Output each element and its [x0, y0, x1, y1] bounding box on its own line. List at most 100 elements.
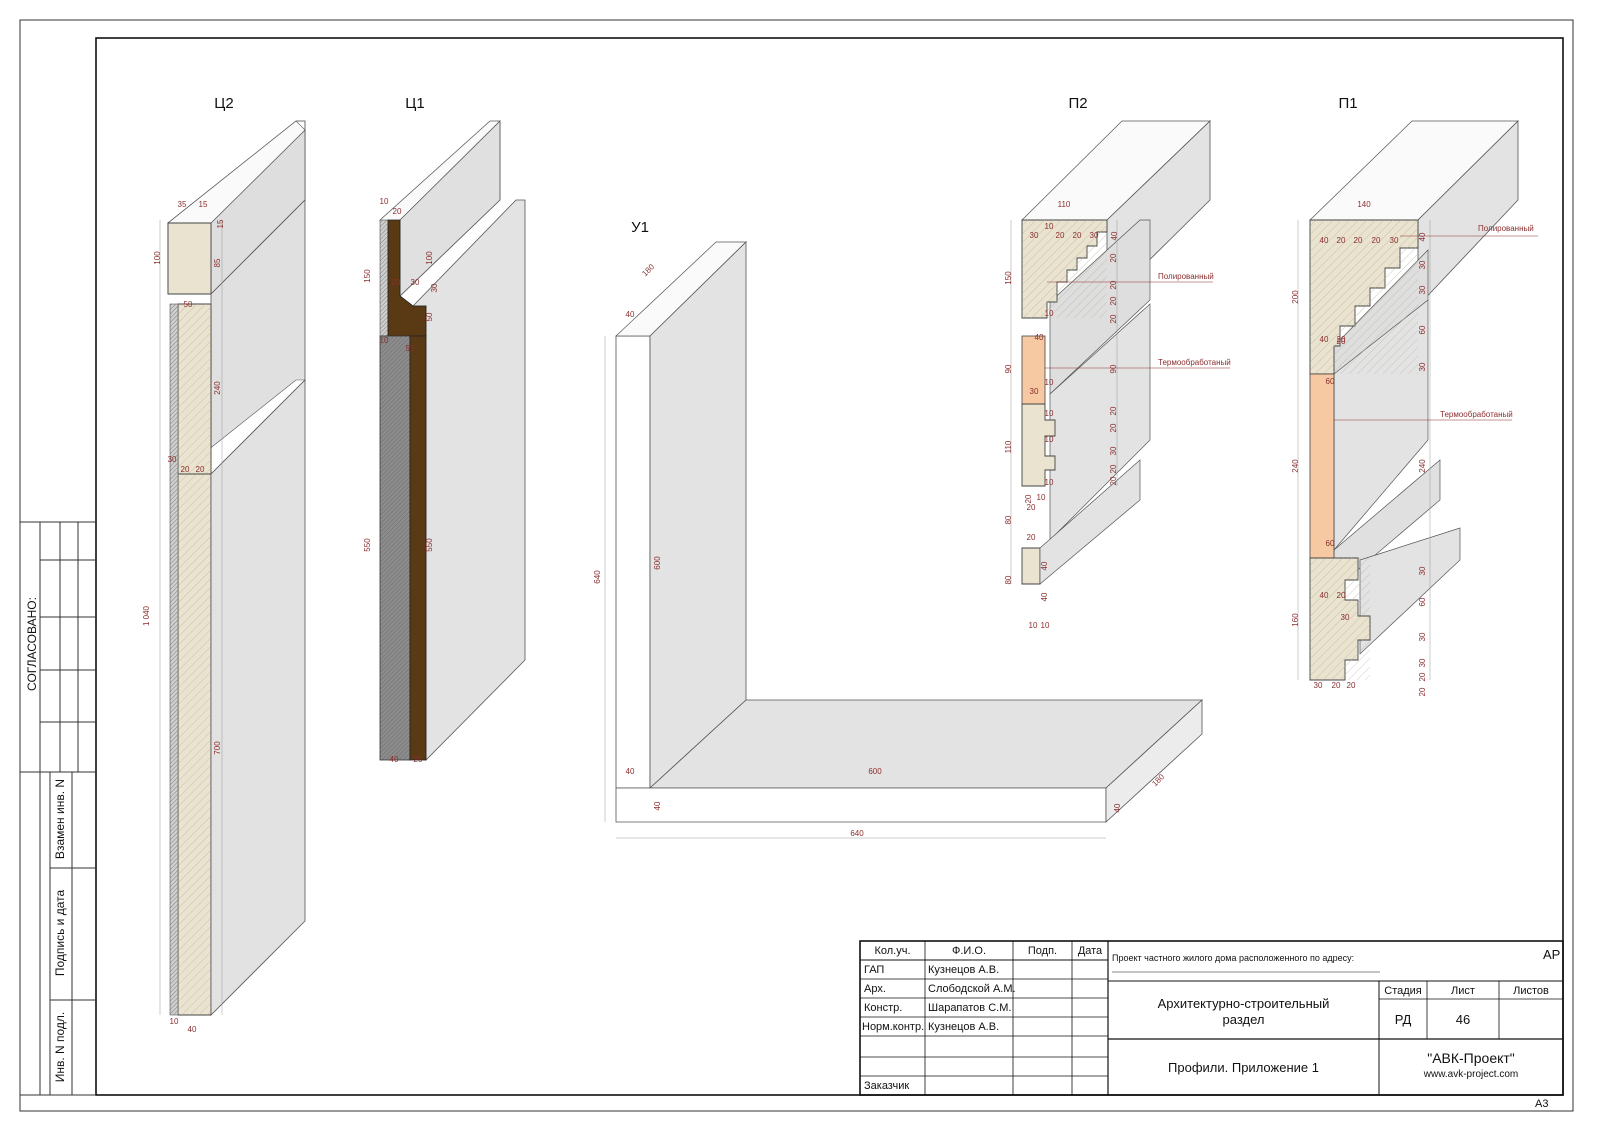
col-header-fio: Ф.И.О. [952, 945, 986, 957]
dimension-label: 140 [1357, 200, 1371, 209]
p1-polished-note: Полированный [1478, 224, 1534, 233]
dimension-label: 40 [1035, 333, 1044, 342]
p2-thermal-note: Термообработаный [1158, 358, 1231, 367]
profile-c2 [159, 120, 306, 1016]
replaces-inv-label: Взамен инв. N [53, 778, 67, 860]
dimension-label: 30 [430, 283, 439, 292]
outer-frame [19, 19, 1574, 1112]
dimension-label: 30 [411, 278, 420, 287]
dimension-label: 150 [363, 269, 372, 283]
dimension-label: 10 [1045, 378, 1054, 387]
profile-label-c1: Ц1 [405, 95, 424, 112]
profile-c1 [379, 120, 526, 761]
dimension-label: 100 [425, 251, 434, 265]
role-normkontr: Норм.контр. [862, 1021, 925, 1033]
dimension-label: 20 [1056, 231, 1065, 240]
dimension-label: 40 [1113, 803, 1122, 812]
dimension-label: 40 [1040, 561, 1049, 570]
dimension-label: 20 [1109, 464, 1118, 473]
inv-no-label: Инв. N подл. [53, 1011, 67, 1083]
dimension-label: 30 [1341, 613, 1350, 622]
dimension-label: 40 [188, 1025, 197, 1034]
approved-label: СОГЛАСОВАНО: [25, 597, 39, 691]
dimension-label: 30 [1418, 285, 1427, 294]
dimension-label: 30 [1314, 681, 1323, 690]
section-code: АР [1543, 947, 1561, 962]
dimension-label: 60 [1326, 377, 1335, 386]
dimension-label: 50 [184, 300, 193, 309]
dimension-label: 10 [1045, 309, 1054, 318]
dimension-label: 10 [1045, 435, 1054, 444]
col-header-data: Дата [1077, 945, 1103, 957]
dimension-label: 30 [1109, 446, 1118, 455]
dimension-label: 20 [392, 278, 401, 287]
dimension-label: 20 [1354, 236, 1363, 245]
dimension-label: 20 [1027, 503, 1036, 512]
dimension-label: 110 [1058, 200, 1071, 209]
dimension-label: 60 [1418, 597, 1427, 606]
dimension-label: 10 [1029, 621, 1038, 630]
role-konstr: Констр. [864, 1002, 903, 1014]
dimension-label: 20 [1109, 253, 1118, 262]
dimension-label: 50 [425, 312, 434, 321]
profile-label-p2: П2 [1068, 95, 1087, 112]
dimension-label: 15 [216, 219, 225, 228]
dimension-label: 640 [850, 829, 864, 838]
dimension-label: 20 [181, 465, 190, 474]
dimension-label: 60 [1326, 539, 1335, 548]
dimension-label: 20 [1109, 476, 1118, 485]
dimension-label: 30 [1030, 387, 1039, 396]
name-arch: Слободской А.М. [928, 983, 1016, 995]
dimension-label: 550 [425, 538, 434, 552]
sheet-label: Лист [1451, 985, 1475, 997]
p2-polished-note: Полированный [1158, 272, 1214, 281]
dimension-label: 40 [653, 801, 662, 810]
dimension-label: 160 [1291, 613, 1300, 627]
dimension-label: 180 [640, 262, 656, 278]
dimension-label: 20 [1027, 533, 1036, 542]
dimension-label: 20 [1109, 406, 1118, 415]
p1-thermal-note: Термообработаный [1440, 410, 1513, 419]
dimension-label: 20 [1109, 280, 1118, 289]
dimension-label: 10 [1045, 478, 1054, 487]
title-block-grid [859, 940, 1564, 1096]
dimension-label: 100 [153, 251, 162, 265]
profile-label-u1: У1 [631, 219, 649, 236]
dimension-label: 40 [1320, 591, 1329, 600]
dimension-label: 30 [168, 455, 177, 464]
stage-value: РД [1394, 1012, 1412, 1027]
signature-date-label: Подпись и дата [53, 889, 67, 977]
dimension-label: 10 [1041, 621, 1050, 630]
dimension-label: 40 [626, 310, 635, 319]
dimension-label: 240 [1418, 459, 1427, 473]
company-website: www.avk-project.com [1423, 1069, 1519, 1080]
dimension-label: 30 [1418, 632, 1427, 641]
dimension-label: 30 [1030, 231, 1039, 240]
dimension-label: 10 [170, 1017, 179, 1026]
dimension-label: 20 [1024, 494, 1033, 503]
dimension-label: 110 [1004, 440, 1013, 453]
profile-p2 [1010, 120, 1211, 585]
customer-label: Заказчик [864, 1080, 910, 1092]
profile-u1 [604, 241, 1204, 839]
dimension-label: 640 [593, 570, 602, 584]
sheet-format: А3 [1535, 1098, 1549, 1110]
dimension-label: 10 [380, 197, 389, 206]
dimension-label: 40 [1320, 236, 1329, 245]
section-line-2: раздел [1222, 1012, 1265, 1027]
dimension-label: 20 [1347, 681, 1356, 690]
name-gap: Кузнецов А.В. [928, 964, 1000, 976]
dimension-label: 30 [1390, 236, 1399, 245]
dimension-label: 35 [178, 200, 187, 209]
dimension-label: 20 [1418, 687, 1427, 696]
profile-label-c2: Ц2 [214, 95, 233, 112]
section-line-1: Архитектурно-строительный [1157, 996, 1330, 1011]
dimension-label: 40 [390, 755, 399, 764]
dimension-label: 10 [380, 336, 389, 345]
dimension-label: 20 [1332, 681, 1341, 690]
dimension-label: 10 [1045, 409, 1054, 418]
dimension-label: 20 [1337, 335, 1346, 344]
profile-p1 [1297, 120, 1519, 681]
callout-lines [1045, 235, 1538, 421]
